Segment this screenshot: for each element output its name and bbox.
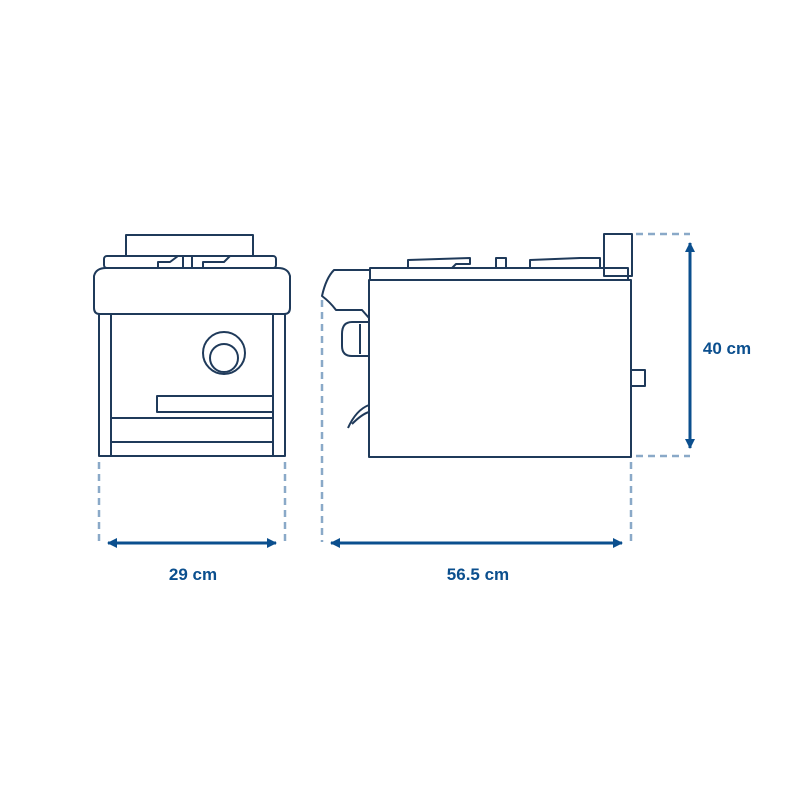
side-front-panel [321, 269, 370, 319]
side-view [321, 233, 646, 458]
height-label: 40 cm [703, 339, 751, 358]
control-knob-outer [202, 331, 246, 375]
side-top-rail [369, 267, 629, 281]
side-grate-detail [407, 257, 601, 269]
front-body [98, 313, 286, 457]
control-knob-inner [209, 343, 239, 373]
depth-label: 56.5 cm [447, 565, 509, 584]
front-top-cover [93, 267, 291, 315]
front-view [93, 234, 291, 457]
front-grate [125, 234, 254, 257]
front-burner-detail [157, 255, 231, 268]
front-slot [156, 395, 274, 413]
side-knob [341, 321, 369, 357]
dimension-arrows [107, 242, 695, 548]
side-back-riser [603, 233, 633, 277]
dimension-guides [97, 232, 690, 542]
front-burner-base [103, 255, 277, 269]
side-lever [347, 404, 370, 429]
side-body [368, 279, 632, 458]
width-label: 29 cm [169, 565, 217, 584]
side-rear-connector [630, 369, 646, 387]
